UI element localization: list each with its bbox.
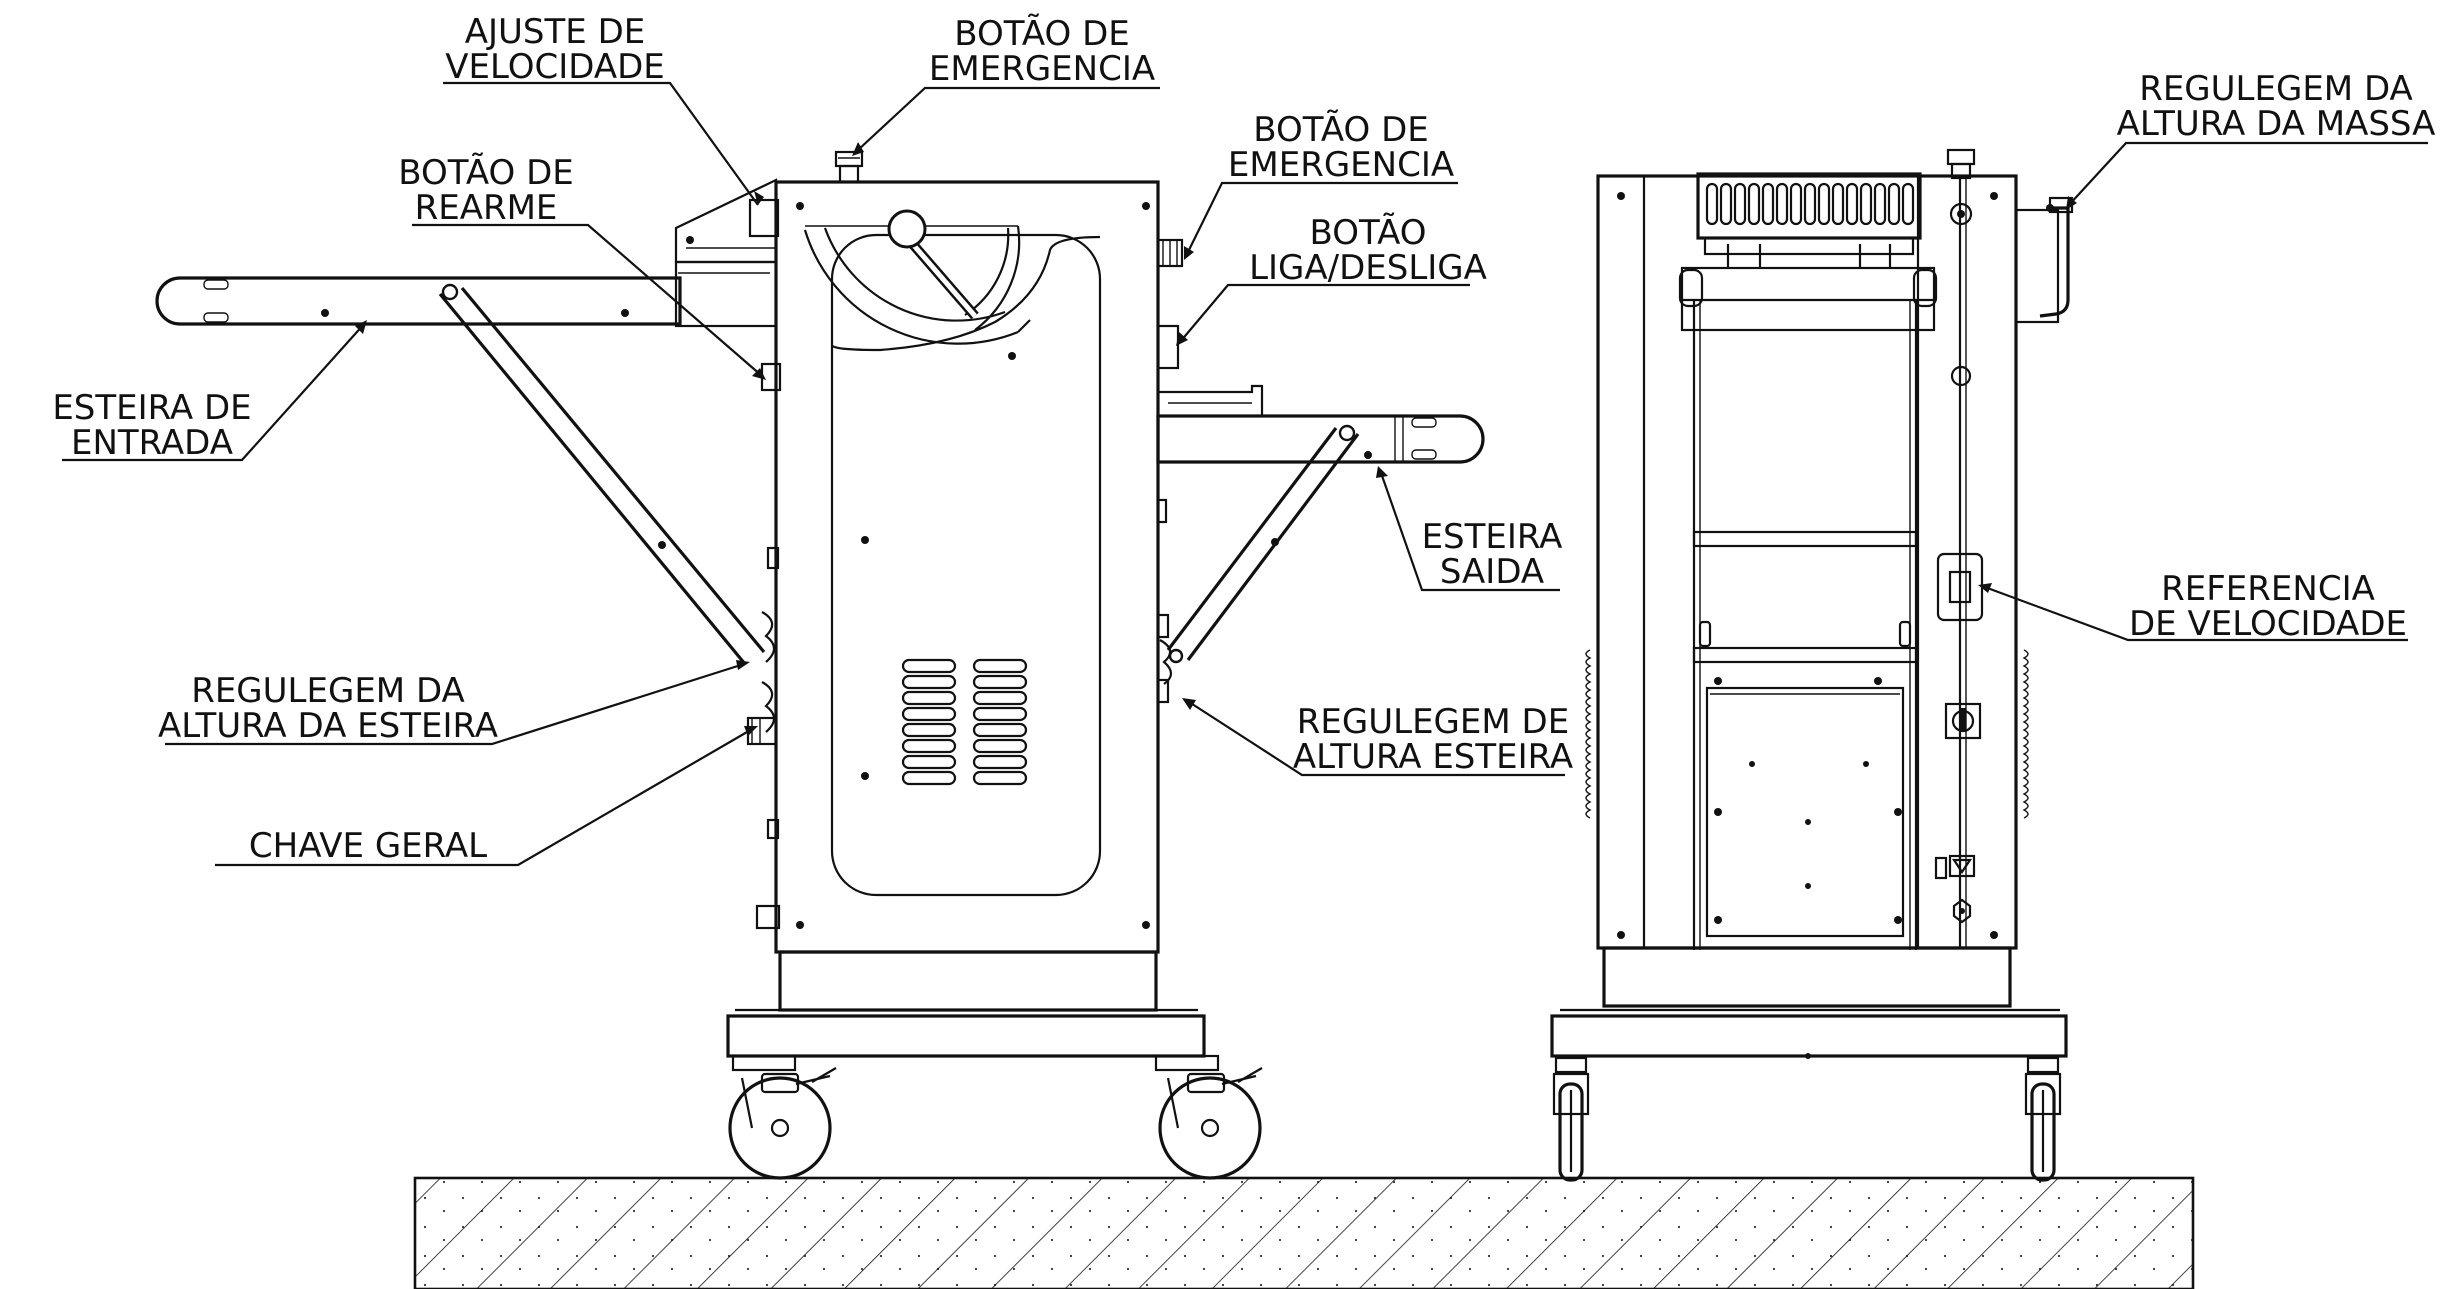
label-regulegem-altura-massa-2: ALTURA DA MASSA (2117, 104, 2436, 144)
label-ajuste-velocidade-2: VELOCIDADE (445, 47, 665, 87)
side-view-machine (155, 150, 1485, 1180)
front-right-caster (2024, 1056, 2062, 1182)
top-grille (1696, 172, 1922, 256)
label-botao-emergencia-top-2: EMERGENCIA (929, 49, 1155, 89)
left-side-parts (746, 546, 781, 930)
side-fins (1585, 649, 2029, 819)
label-botao-liga-desliga-2: LIGA/DESLIGA (1249, 248, 1487, 288)
label-regulegem-altura-esteira-2: ALTURA DA ESTEIRA (158, 706, 498, 746)
label-botao-emergencia-side-2: EMERGENCIA (1228, 145, 1454, 185)
front-base (1550, 946, 2068, 1182)
label-esteira-saida-1: ESTEIRA (1422, 517, 1563, 557)
front-left-caster (1552, 1056, 1590, 1182)
label-regulegem-altura-esteira-1: REGULEGEM DA (191, 671, 465, 711)
side-base (726, 950, 1263, 1180)
label-chave-geral: CHAVE GERAL (249, 826, 487, 866)
exit-conveyor (1156, 384, 1485, 664)
label-referencia-velocidade-1: REFERENCIA (2161, 569, 2375, 609)
main-body (774, 150, 1160, 954)
side-buttons (1156, 238, 1184, 704)
label-regulegem-de-altura-esteira-2: ALTURA ESTEIRA (1293, 737, 1573, 777)
label-ajuste-velocidade-1: AJUSTE DE (465, 12, 645, 52)
label-esteira-saida-2: SAIDA (1440, 552, 1544, 592)
floor-hatch (413, 1176, 2195, 1289)
label-esteira-entrada-2: ENTRADA (71, 423, 233, 463)
label-botao-liga-desliga-1: BOTÃO (1309, 213, 1426, 253)
label-referencia-velocidade-2: DE VELOCIDADE (2129, 604, 2407, 644)
label-regulegem-altura-massa-1: REGULEGEM DA (2139, 69, 2413, 109)
front-view-machine (1550, 148, 2074, 1182)
leader-lines (62, 81, 2428, 867)
label-esteira-entrada-1: ESTEIRA DE (52, 388, 251, 428)
mass-height-crank (2014, 196, 2074, 324)
entry-conveyor (155, 260, 778, 666)
label-botao-rearme-2: REARME (415, 188, 558, 228)
label-botao-emergencia-side-1: BOTÃO DE (1253, 110, 1429, 150)
label-regulegem-de-altura-esteira-1: REGULEGEM DE (1297, 702, 1569, 742)
control-head (674, 178, 782, 392)
label-botao-rearme-1: BOTÃO DE (398, 153, 574, 193)
right-caster (1154, 1054, 1263, 1180)
roller-frame (1678, 244, 1938, 950)
label-botao-emergencia-top-1: BOTÃO DE (954, 14, 1130, 54)
left-caster (728, 1054, 837, 1180)
vent-grille (901, 658, 1028, 786)
callout-labels: AJUSTE DE VELOCIDADE BOTÃO DE EMERGENCIA… (52, 12, 2435, 866)
